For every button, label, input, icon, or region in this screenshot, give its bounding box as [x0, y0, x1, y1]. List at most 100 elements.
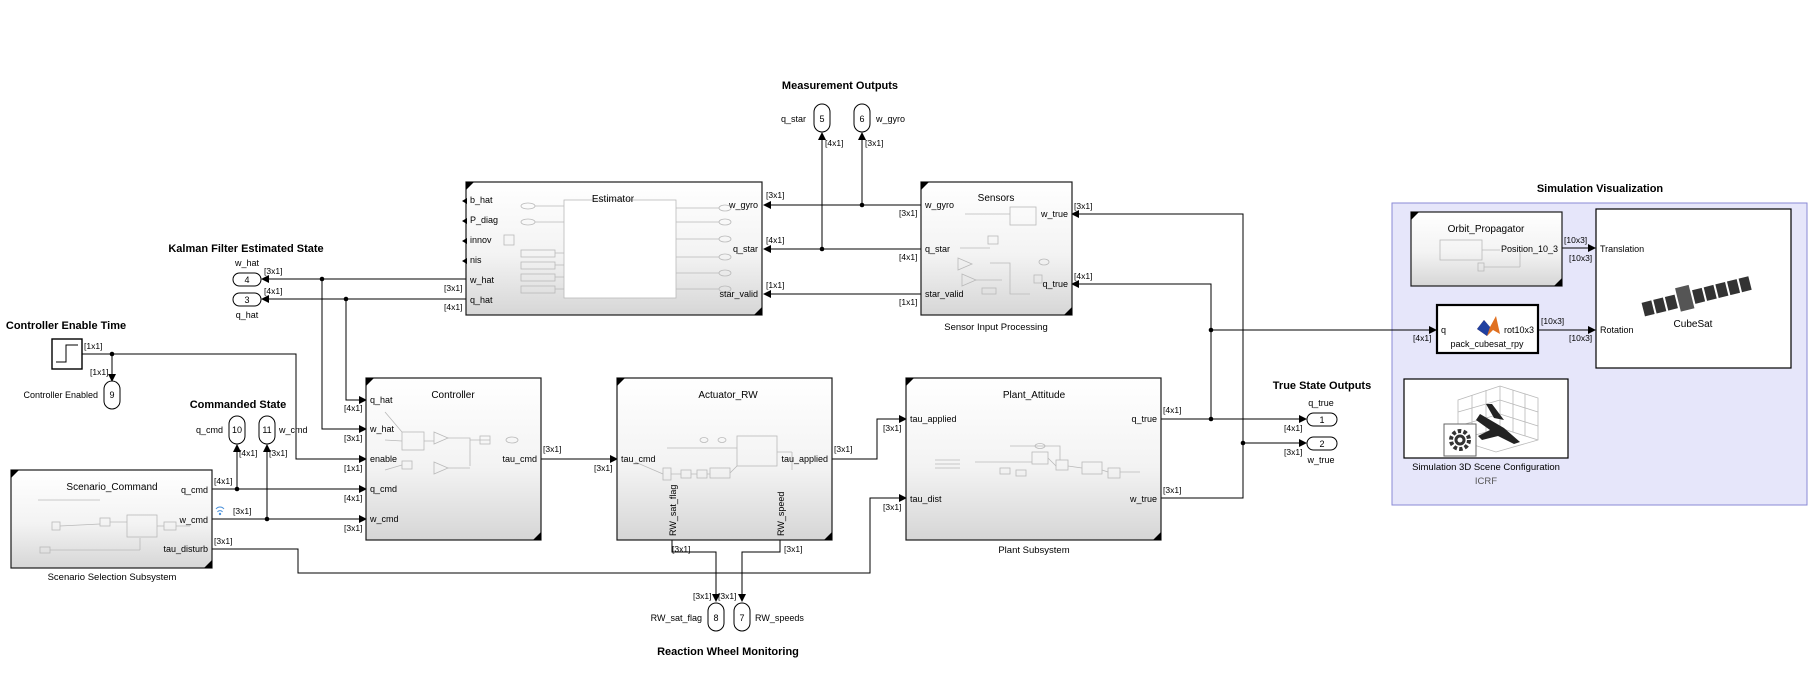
- dim-label: [4x1]: [264, 286, 282, 296]
- outport-q-true[interactable]: 1: [1306, 412, 1338, 427]
- cubesat-port-rotation: Rotation: [1600, 325, 1634, 335]
- plant-title: Plant_Attitude: [1003, 390, 1066, 401]
- actuator-port-tau-cmd: tau_cmd: [621, 454, 656, 464]
- dim-label: [3x1]: [269, 448, 287, 458]
- simulation-3d-scene-block[interactable]: [1403, 378, 1569, 459]
- dim-label: [4x1]: [825, 138, 843, 148]
- sensors-title: Sensors: [978, 193, 1015, 204]
- outport-controller-enabled-label: Controller Enabled: [23, 390, 98, 400]
- outport-rw-speeds[interactable]: 7: [733, 602, 751, 632]
- dim-label: [1x1]: [766, 280, 784, 290]
- dim-label: [3x1]: [264, 266, 282, 276]
- dim-label: [3x1]: [883, 502, 901, 512]
- outport-q-true-label: q_true: [1308, 398, 1334, 408]
- dim-label: [4x1]: [899, 252, 917, 262]
- heading-controller-enable-time: Controller Enable Time: [6, 320, 126, 332]
- outport-q-hat-label: q_hat: [236, 310, 259, 320]
- scene-subcaption: ICRF: [1475, 476, 1497, 487]
- pack-cubesat-rpy-block[interactable]: q rot10x3 pack_cubesat_rpy: [1435, 303, 1540, 355]
- cubesat-block[interactable]: Translation Rotation CubeSat: [1595, 208, 1792, 369]
- heading-true-state-outputs: True State Outputs: [1273, 380, 1371, 392]
- plant-attitude-block[interactable]: Plant_Attitude tau_applied tau_dist q_tr…: [905, 377, 1162, 541]
- step-block[interactable]: [51, 338, 83, 370]
- outport-w-gyro[interactable]: 6: [853, 103, 871, 133]
- pack-port-q: q: [1441, 325, 1446, 335]
- estimator-port-p-diag: P_diag: [470, 215, 498, 225]
- signal-lines: [82, 132, 1596, 602]
- sensors-port-w-true: w_true: [1040, 209, 1068, 219]
- dim-label: [3x1]: [543, 444, 561, 454]
- outport-q-hat[interactable]: 3: [232, 292, 262, 307]
- heading-reaction-wheel-monitoring: Reaction Wheel Monitoring: [657, 646, 799, 658]
- dim-label: [4x1]: [444, 302, 462, 312]
- dim-label: [10x3]: [1569, 333, 1592, 343]
- estimator-port-nis: nis: [470, 255, 482, 265]
- sensors-block[interactable]: Sensors w_gyro q_star star_valid w_true …: [920, 181, 1073, 316]
- sensors-caption: Sensor Input Processing: [944, 322, 1048, 333]
- dim-label: [4x1]: [344, 403, 362, 413]
- outport-w-hat[interactable]: 4: [232, 272, 262, 287]
- svg-text:11: 11: [262, 425, 271, 435]
- dim-label: [3x1]: [594, 463, 612, 473]
- dim-label: [4x1]: [214, 476, 232, 486]
- signal-dimension-labels: [3x1] [3x1] [4x1] [4x1] [1x1] [1x1] [4x1…: [84, 138, 1592, 601]
- dim-label: [3x1]: [899, 208, 917, 218]
- plant-port-tau-dist: tau_dist: [910, 494, 942, 504]
- dim-label: [3x1]: [233, 506, 251, 516]
- controller-port-q-cmd: q_cmd: [370, 484, 397, 494]
- controller-block[interactable]: Controller q_hat w_hat enable q_cmd w_cm…: [365, 377, 542, 541]
- matlab-function-icon: [1477, 316, 1500, 336]
- heading-measurement-outputs: Measurement Outputs: [782, 80, 898, 92]
- dim-label: [3x1]: [693, 591, 711, 601]
- svg-text:4: 4: [244, 275, 249, 285]
- outport-w-true[interactable]: 2: [1306, 436, 1338, 451]
- dim-label: [10x3]: [1541, 316, 1564, 326]
- estimator-port-q-hat: q_hat: [470, 295, 493, 305]
- dim-label: [3x1]: [865, 138, 883, 148]
- outport-rw-speeds-label: RW_speeds: [755, 613, 804, 623]
- dim-label: [3x1]: [344, 523, 362, 533]
- controller-title: Controller: [431, 390, 475, 401]
- outport-controller-enabled[interactable]: 9: [103, 380, 121, 410]
- scenario-port-q-cmd: q_cmd: [181, 485, 208, 495]
- dim-label: [3x1]: [344, 433, 362, 443]
- outport-rw-sat-flag[interactable]: 8: [707, 602, 725, 632]
- dim-label: [3x1]: [672, 544, 690, 554]
- estimator-port-innov: innov: [470, 235, 492, 245]
- cubesat-port-translation: Translation: [1600, 244, 1644, 254]
- svg-text:7: 7: [739, 613, 744, 623]
- outport-q-star[interactable]: 5: [813, 103, 831, 133]
- scene-caption: Simulation 3D Scene Configuration: [1412, 462, 1560, 473]
- svg-text:9: 9: [109, 390, 114, 400]
- actuator-port-tau-applied: tau_applied: [781, 454, 828, 464]
- plant-port-w-true: w_true: [1129, 494, 1157, 504]
- dim-label: [3x1]: [214, 536, 232, 546]
- estimator-port-b-hat: b_hat: [470, 195, 493, 205]
- pack-port-rot: rot10x3: [1504, 325, 1534, 335]
- outport-q-star-label: q_star: [781, 114, 806, 124]
- outport-q-cmd[interactable]: 10: [228, 415, 246, 445]
- actuator-rw-block[interactable]: Actuator_RW tau_cmd tau_applied RW_sat_f…: [616, 377, 833, 541]
- controller-port-enable: enable: [370, 454, 397, 464]
- svg-text:1: 1: [1319, 415, 1324, 425]
- dim-label: [4x1]: [766, 235, 784, 245]
- scenario-command-block[interactable]: Scenario_Command q_cmd w_cmd tau_disturb: [10, 469, 225, 569]
- dim-label: [3x1]: [883, 423, 901, 433]
- orbit-port-position: Position_10_3: [1501, 244, 1558, 254]
- dim-label: [1x1]: [344, 463, 362, 473]
- scenario-caption: Scenario Selection Subsystem: [48, 572, 177, 583]
- cubesat-title: CubeSat: [1674, 319, 1713, 330]
- heading-kalman-estimated-state: Kalman Filter Estimated State: [168, 243, 323, 255]
- outport-w-cmd-label: w_cmd: [278, 425, 308, 435]
- svg-text:6: 6: [859, 114, 864, 124]
- controller-port-w-hat: w_hat: [369, 424, 395, 434]
- actuator-port-rw-speed: RW_speed: [776, 492, 786, 536]
- estimator-block[interactable]: Estimator b_hat P_diag innov nis w_hat q…: [462, 181, 763, 316]
- outport-w-cmd[interactable]: 11: [258, 415, 276, 445]
- orbit-propagator-block[interactable]: Orbit_Propagator Position_10_3: [1410, 211, 1563, 287]
- sensors-port-q-star: q_star: [925, 244, 950, 254]
- dim-label: [3x1]: [784, 544, 802, 554]
- svg-text:2: 2: [1319, 439, 1324, 449]
- dim-label: [3x1]: [1284, 447, 1302, 457]
